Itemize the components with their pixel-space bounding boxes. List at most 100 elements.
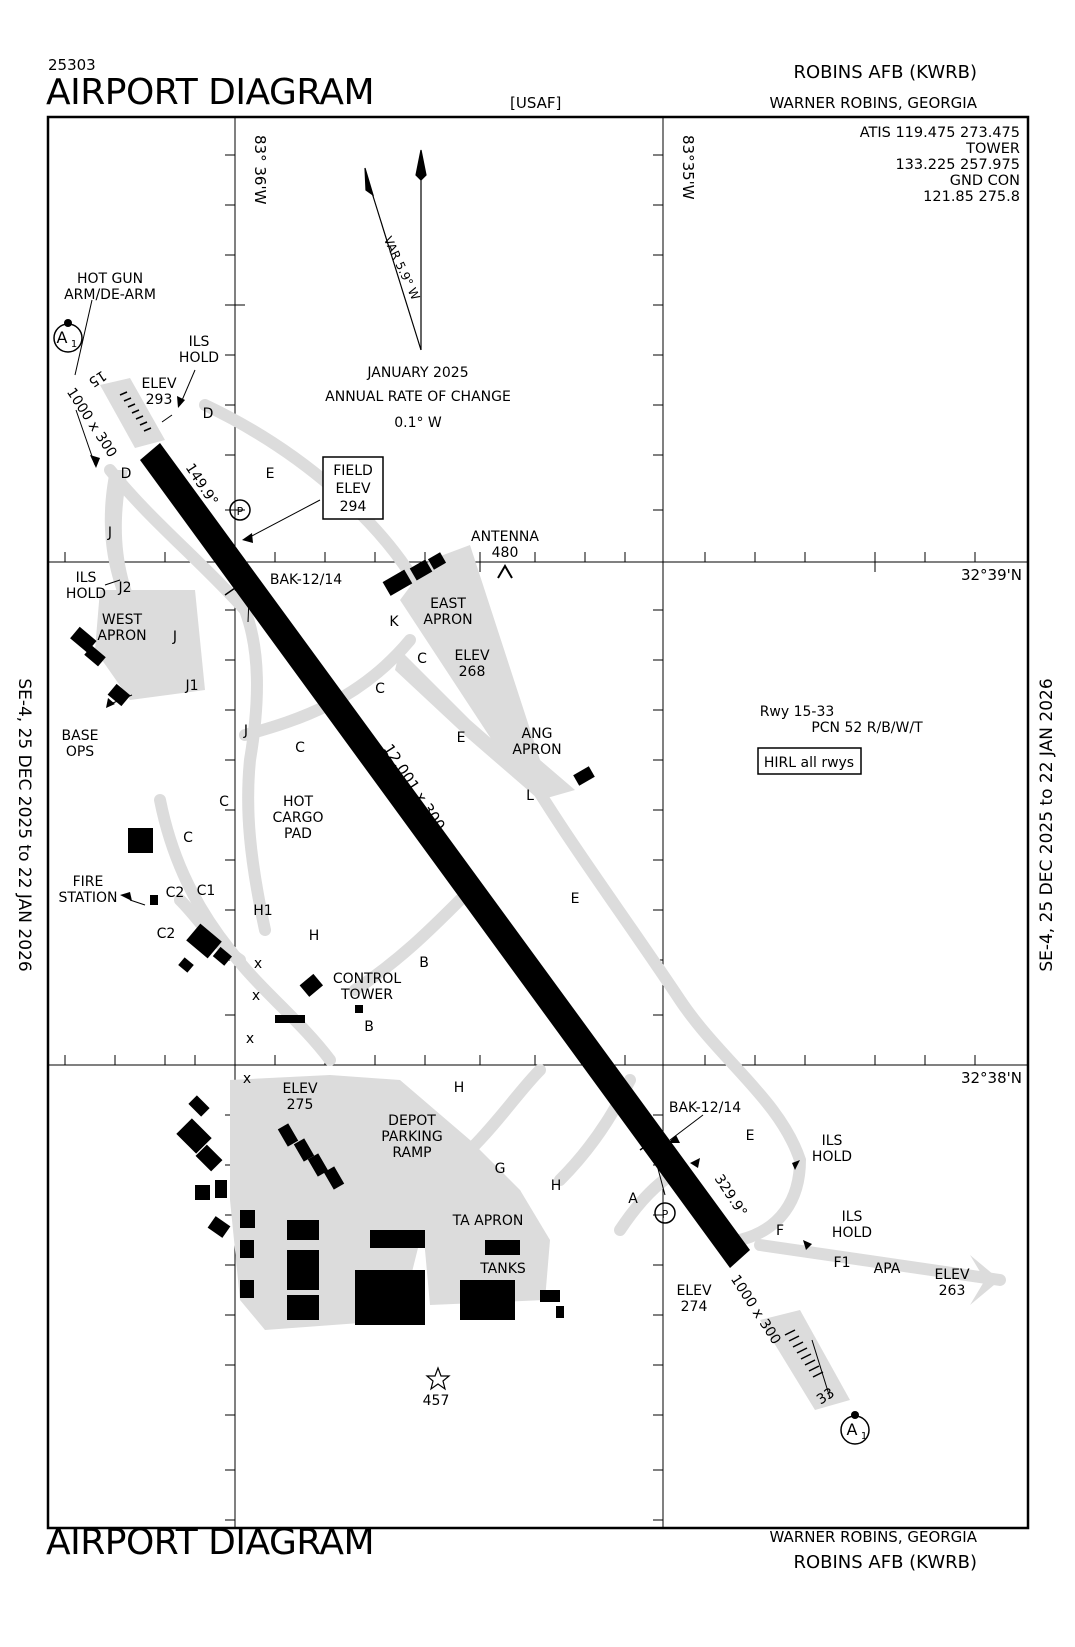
taxiway-j1-label: J1 bbox=[184, 678, 198, 694]
elev-275-line2: 275 bbox=[287, 1097, 314, 1113]
overrun-se-dims: 1000 x 300 bbox=[727, 1272, 784, 1347]
taxiway-c-label-5: C bbox=[183, 830, 193, 846]
hirl-box bbox=[757, 747, 862, 775]
taxiway-j-label-2: J bbox=[172, 629, 177, 645]
page-title: AIRPORT DIAGRAM bbox=[46, 72, 375, 113]
latitude-32-38n: 32°38'N bbox=[961, 1069, 1022, 1087]
hot-cargo-pad-line2: CARGO bbox=[273, 810, 324, 826]
pcn-value: PCN 52 R/B/W/T bbox=[811, 720, 923, 736]
hot-gun-line2: ARM/DE-ARM bbox=[64, 287, 156, 303]
svg-text:1: 1 bbox=[71, 339, 77, 350]
magnetic-date: JANUARY 2025 bbox=[366, 365, 468, 381]
taxiway-b-label-2: B bbox=[364, 1019, 374, 1035]
ground-label: GND CON bbox=[950, 173, 1020, 189]
elev-263-line1: ELEV bbox=[934, 1267, 969, 1283]
taxiway-g-label: G bbox=[495, 1161, 506, 1177]
taxiway-j-west bbox=[104, 470, 135, 600]
ils-hold-se2-line2: HOLD bbox=[832, 1225, 872, 1241]
taxiway-b bbox=[349, 894, 466, 996]
east-apron-line2: APRON bbox=[423, 612, 472, 628]
elev-268-line2: 268 bbox=[459, 664, 486, 680]
taxiway-e-label-4: E bbox=[746, 1128, 755, 1144]
runway-33-threshold-bars bbox=[784, 1329, 824, 1378]
taxiway-h-label-1: H bbox=[309, 928, 320, 944]
depot-ramp-line2: PARKING bbox=[381, 1129, 442, 1145]
runway-15-33 bbox=[140, 443, 750, 1268]
longitude-83-35w: 83°35'W bbox=[679, 135, 697, 200]
ils-hold-se2-line1: ILS bbox=[842, 1209, 863, 1225]
elev-274-line1: ELEV bbox=[676, 1283, 711, 1299]
bak-se-label: BAK-12/14 bbox=[669, 1100, 741, 1116]
annual-rate-label: ANNUAL RATE OF CHANGE bbox=[325, 389, 511, 405]
obstacle-height: 457 bbox=[423, 1393, 450, 1409]
elev-275-line1: ELEV bbox=[282, 1081, 317, 1097]
taxiway-d-label-2: D bbox=[121, 466, 132, 482]
obstacle-symbol bbox=[425, 1366, 451, 1391]
taxiway-j2-label: J2 bbox=[117, 580, 131, 596]
east-apron bbox=[400, 545, 575, 800]
taxiway-c1-label: C1 bbox=[197, 883, 216, 899]
taxiway-c-label-2: C bbox=[375, 681, 385, 697]
ils-hold-nw-line1: ILS bbox=[189, 334, 210, 350]
ils-hold-se1-line2: HOLD bbox=[812, 1149, 852, 1165]
base-ops-line2: OPS bbox=[66, 744, 94, 760]
taxiway-j-label-1: J bbox=[107, 525, 112, 541]
elev-274-line2: 274 bbox=[681, 1299, 708, 1315]
apa-label: APA bbox=[874, 1261, 901, 1277]
approach-a1-dot-se bbox=[851, 1411, 859, 1419]
control-tower-line2: TOWER bbox=[340, 987, 393, 1003]
ground-frequency: 121.85 275.8 bbox=[923, 189, 1020, 205]
chart-number: 25303 bbox=[48, 56, 96, 74]
field-elev-line3: 294 bbox=[340, 499, 367, 515]
runway-15-threshold-bars bbox=[119, 391, 152, 432]
footer-city: WARNER ROBINS, GEORGIA bbox=[769, 1528, 977, 1546]
taxiway-c-label-1: C bbox=[417, 651, 427, 667]
taxiway-c-label-4: C bbox=[219, 794, 229, 810]
elev-293-line1: ELEV bbox=[141, 376, 176, 392]
hirl-label: HIRL all rwys bbox=[764, 755, 854, 771]
buildings bbox=[70, 552, 595, 1325]
arrow-apa bbox=[970, 1255, 1000, 1305]
city-name: WARNER ROBINS, GEORGIA bbox=[769, 94, 977, 112]
taxiway-e-label-1: E bbox=[266, 466, 275, 482]
parking-circle-se bbox=[654, 1202, 676, 1224]
depot-ramp-line1: DEPOT bbox=[388, 1113, 436, 1129]
magnetic-variation: VAR 5.9° W bbox=[381, 234, 423, 302]
ang-apron-line2: APRON bbox=[512, 742, 561, 758]
field-elev-line2: ELEV bbox=[335, 481, 370, 497]
ils-hold-nw-line2: HOLD bbox=[179, 350, 219, 366]
taxiway-c-label-3: C bbox=[295, 740, 305, 756]
field-elev-box bbox=[322, 456, 384, 520]
ils-hold-west-line2: HOLD bbox=[66, 586, 106, 602]
ils-hold-west-line1: ILS bbox=[76, 570, 97, 586]
arresting-gear-se bbox=[639, 1141, 671, 1157]
west-apron-line1: WEST bbox=[102, 612, 143, 628]
west-apron-line2: APRON bbox=[97, 628, 146, 644]
taxiway-h-label-3: H bbox=[551, 1178, 562, 1194]
fire-station-line2: STATION bbox=[58, 890, 117, 906]
taxiway-g bbox=[464, 1064, 546, 1156]
taxiway-c2-label-2: C2 bbox=[157, 926, 176, 942]
hot-cargo-pad-line3: PAD bbox=[284, 826, 312, 842]
footer-airport-name: ROBINS AFB (KWRB) bbox=[793, 1552, 977, 1573]
longitude-83-36w: 83° 36'W bbox=[251, 135, 269, 205]
leader-arrowheads bbox=[90, 396, 812, 1250]
depot-ramp-line3: RAMP bbox=[392, 1145, 431, 1161]
hot-cargo-pad-line1: HOT bbox=[283, 794, 314, 810]
pcn-runway: Rwy 15-33 bbox=[760, 704, 835, 720]
taxiway-e-label-2: E bbox=[457, 730, 466, 746]
svg-text:1: 1 bbox=[861, 1431, 867, 1442]
taxiway-f-label: F bbox=[776, 1223, 784, 1239]
tanks-label: TANKS bbox=[479, 1261, 526, 1277]
approach-a1-nw-label: A bbox=[57, 328, 68, 347]
marker-x-3: x bbox=[246, 1031, 254, 1047]
approach-a1-se-label: A bbox=[847, 1420, 858, 1439]
taxiway-h-label-2: H bbox=[454, 1080, 465, 1096]
tower-label: TOWER bbox=[965, 141, 1020, 157]
taxiway-f bbox=[754, 1239, 1006, 1286]
bak-nw-label: BAK-12/14 bbox=[270, 572, 342, 588]
marker-x-2: x bbox=[252, 988, 260, 1004]
arresting-gear-nw bbox=[224, 586, 256, 602]
antenna-symbol bbox=[497, 564, 513, 579]
east-apron-line1: EAST bbox=[430, 596, 466, 612]
